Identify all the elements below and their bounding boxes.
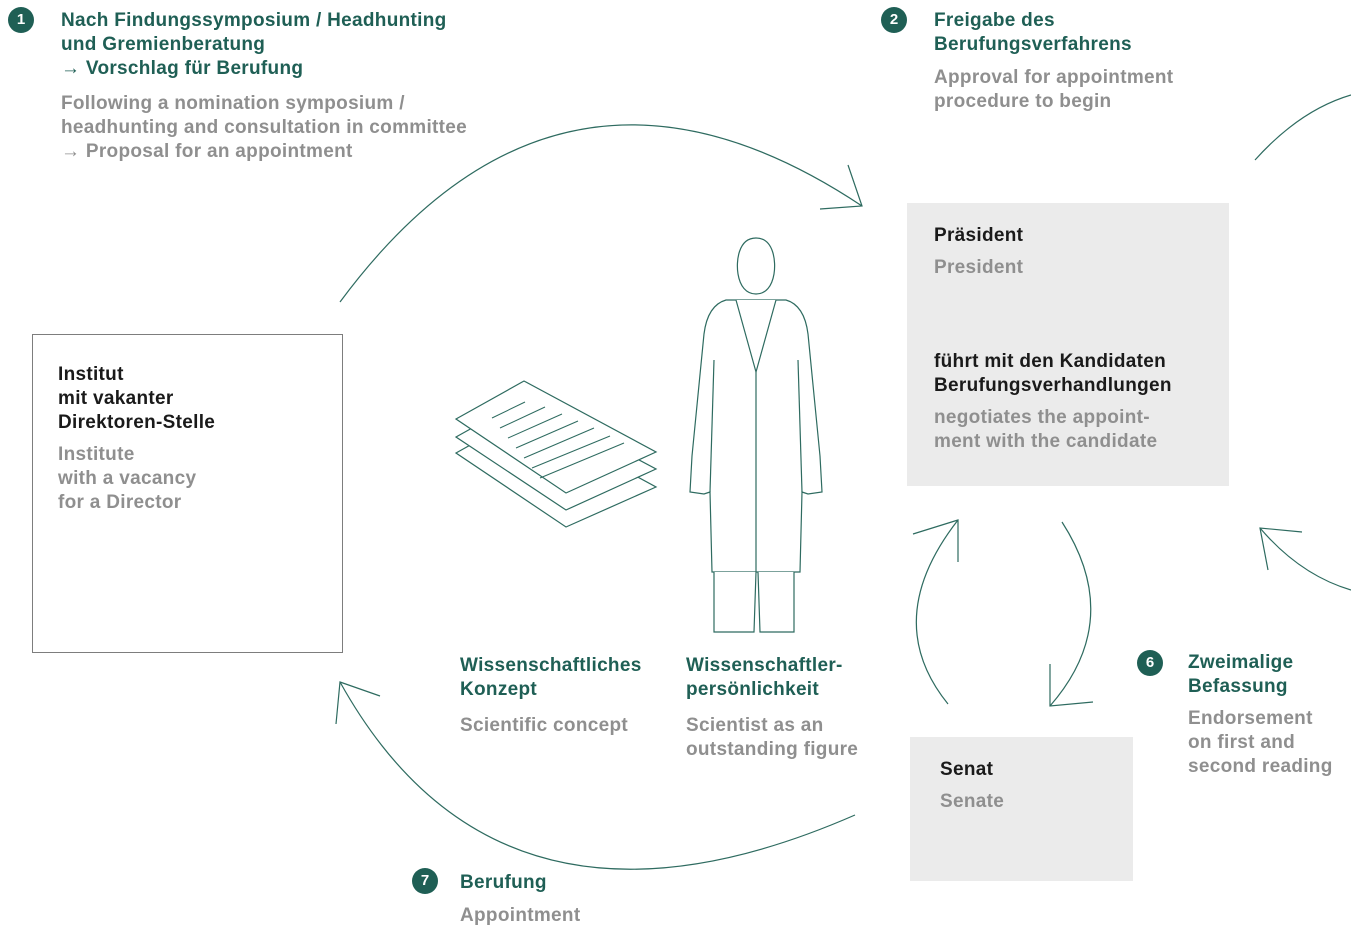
- step-1-label-de: Nach Findungssymposium / Headhunting und…: [61, 10, 447, 79]
- step-6-label-de: Zweimalige Befassung: [1188, 652, 1294, 697]
- step-6-label-en: Endorsement on first and second reading: [1188, 708, 1333, 777]
- senate-title-de: Senat: [940, 759, 994, 780]
- concept-label-de: Wissenschaftliches Konzept: [460, 655, 642, 700]
- step-number-2: 2: [881, 7, 907, 33]
- arrowhead-right: [1259, 527, 1303, 571]
- arrow-senate-to-institute: [339, 681, 856, 870]
- president-title-de: Präsident: [934, 225, 1024, 246]
- documents-icon: [454, 380, 658, 528]
- senate-title-en: Senate: [940, 791, 1005, 812]
- scientist-figure-icon: [689, 237, 823, 633]
- arrowhead-bottom-left: [335, 681, 381, 725]
- concept-label-en: Scientific concept: [460, 715, 628, 736]
- arrowhead-top: [819, 164, 863, 210]
- arrow-institute-to-president: [339, 124, 863, 303]
- scientist-label-en: Scientist as an outstanding figure: [686, 715, 859, 760]
- arrow-right-into-president: [1259, 527, 1351, 591]
- institute-label-en: Institute with a vacancy for a Director: [58, 444, 197, 513]
- step-number-6: 6: [1137, 650, 1163, 676]
- president-task-de: führt mit den Kandidaten Berufungsverhan…: [934, 351, 1172, 396]
- senate-box: [910, 737, 1133, 881]
- arrow-senate-to-president: [915, 519, 959, 705]
- president-box: [907, 203, 1229, 486]
- step-7-label-de: Berufung: [460, 872, 547, 893]
- step-number-1: 1: [8, 7, 34, 33]
- president-title-en: President: [934, 257, 1024, 278]
- president-task-en: negotiates the appoint- ment with the ca…: [934, 407, 1158, 452]
- step-number-7: 7: [412, 868, 438, 894]
- institute-label-de: Institut mit vakanter Direktoren-Stelle: [58, 364, 216, 433]
- step-2-label-en: Approval for appointment procedure to be…: [934, 67, 1174, 112]
- step-1-label-en: Following a nomination symposium / headh…: [61, 93, 468, 162]
- scientist-label-de: Wissenschaftler- persönlichkeit: [686, 655, 843, 700]
- step-7-label-en: Appointment: [460, 905, 581, 926]
- arrow-top-right: [1254, 94, 1351, 161]
- step-2-label-de: Freigabe des Berufungsverfahrens: [934, 10, 1132, 55]
- institute-box: [32, 334, 343, 653]
- arrow-president-to-senate: [1049, 521, 1092, 707]
- arrowhead-down-right: [1049, 664, 1094, 707]
- arrowhead-up-left: [912, 519, 959, 562]
